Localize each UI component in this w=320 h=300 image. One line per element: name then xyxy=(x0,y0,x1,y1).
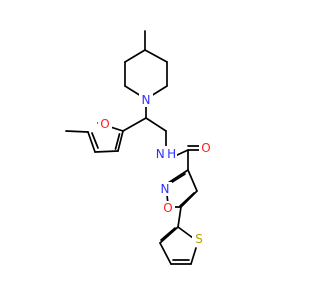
ring-double-bond xyxy=(179,192,195,207)
methylfuran-ring xyxy=(65,122,124,153)
isoxazole-oxygen-label: O xyxy=(163,201,172,215)
isoxazole-ring xyxy=(165,169,198,228)
nh-to-carbonyl-bond xyxy=(174,149,189,157)
label-background xyxy=(192,232,206,246)
ring-bond xyxy=(124,85,142,97)
ring-bond xyxy=(94,150,119,153)
ring-bond xyxy=(124,49,146,63)
label-background xyxy=(158,182,172,196)
ring-bond xyxy=(190,247,197,265)
ring-double-bond xyxy=(91,132,99,149)
molecule-canvas: N O N H O N O S xyxy=(65,30,213,265)
atom-labels: N O N H O N O S xyxy=(98,93,213,246)
ethyl-linker xyxy=(122,105,167,149)
ring-double-bond xyxy=(114,133,121,150)
amide-group xyxy=(174,145,201,171)
ring-bond xyxy=(144,49,168,63)
ring-double-bond xyxy=(160,227,176,241)
ring-bond xyxy=(177,226,194,239)
thiophene-ring xyxy=(159,226,197,265)
piperidine-nitrogen-label: N xyxy=(142,93,151,107)
label-background xyxy=(161,201,175,215)
thiophene-sulfur-label: S xyxy=(195,232,203,246)
ch-to-ch2-bond xyxy=(145,117,167,132)
furan-oxygen-label: O xyxy=(100,117,109,131)
piperidine-ring xyxy=(124,30,168,97)
ch-to-furan-bond xyxy=(122,117,147,132)
ring-bond xyxy=(150,85,168,97)
ring-to-thiophene-bond xyxy=(177,206,182,228)
ring-bond xyxy=(159,242,172,265)
label-background xyxy=(155,146,177,160)
carbonyl-oxygen-label: O xyxy=(201,141,210,155)
ring-bond xyxy=(167,169,189,184)
label-background xyxy=(139,93,153,107)
ring-bond xyxy=(187,169,198,192)
isoxazole-nitrogen-label: N xyxy=(161,182,170,196)
ring-bond xyxy=(159,226,179,244)
amide-nitrogen-label: N H xyxy=(156,147,176,161)
molecule-structure: N O N H O N O S xyxy=(65,30,213,265)
label-background xyxy=(199,141,213,155)
label-background xyxy=(98,117,112,131)
ring-bond xyxy=(87,131,96,153)
methyl-bond xyxy=(65,130,89,133)
ring-bond xyxy=(117,130,124,152)
